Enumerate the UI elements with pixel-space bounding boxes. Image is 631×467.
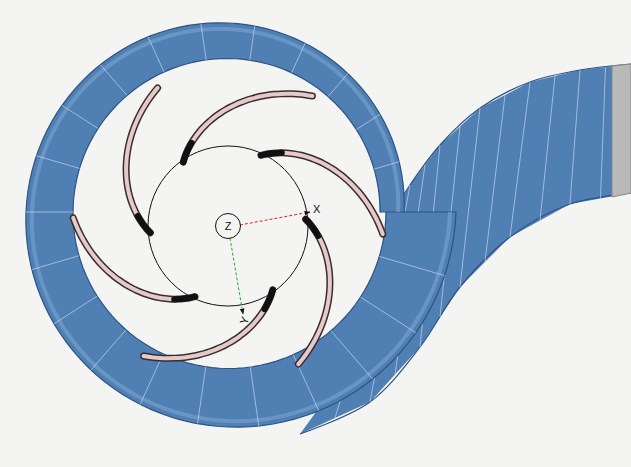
section-line	[201, 24, 206, 60]
impeller-circle	[148, 146, 308, 306]
section-line	[32, 256, 79, 270]
section-line	[91, 330, 126, 370]
x-axis	[240, 212, 310, 225]
section-line	[292, 43, 305, 72]
section-line	[250, 26, 255, 60]
section-line	[140, 354, 163, 404]
blade-root	[264, 290, 272, 309]
section-line	[198, 367, 206, 424]
impeller-blade	[73, 218, 195, 299]
section-line	[62, 105, 98, 128]
pipe-edge	[392, 64, 631, 214]
impeller-blade	[126, 88, 158, 233]
pipe-end-cap	[612, 64, 631, 197]
y-axis	[230, 238, 243, 314]
section-line	[36, 156, 79, 169]
section-line	[540, 76, 555, 221]
blade-root	[174, 297, 195, 299]
blade-outline	[126, 88, 158, 233]
section-line	[601, 67, 606, 199]
section-line	[26, 212, 73, 213]
section-line	[510, 82, 530, 237]
section-line	[570, 70, 580, 204]
section-line	[356, 114, 380, 129]
section-line	[379, 256, 444, 275]
section-line	[360, 297, 415, 333]
section-line	[485, 95, 505, 262]
blade-root	[183, 143, 191, 162]
section-line	[460, 108, 480, 287]
volute-casing	[26, 23, 456, 427]
blade-outline	[73, 218, 195, 299]
section-line	[374, 162, 399, 169]
impeller-blade	[261, 153, 383, 234]
section-line	[250, 367, 258, 426]
blade-outline	[261, 153, 383, 234]
blade-root	[306, 219, 319, 236]
section-line	[148, 37, 164, 72]
volute-highlight	[32, 29, 450, 421]
blade-root	[261, 153, 282, 155]
axis-name: Z	[225, 221, 232, 232]
section-line	[100, 65, 127, 96]
impeller-blade	[298, 219, 330, 364]
axis-label: Y	[238, 315, 251, 326]
axis-label: X	[313, 204, 320, 215]
section-line	[54, 296, 97, 324]
blade-root	[138, 216, 151, 233]
axis-origin-circle: Z	[215, 213, 241, 239]
section-line	[331, 331, 373, 379]
blade-outline	[298, 219, 330, 364]
section-line	[328, 74, 348, 97]
